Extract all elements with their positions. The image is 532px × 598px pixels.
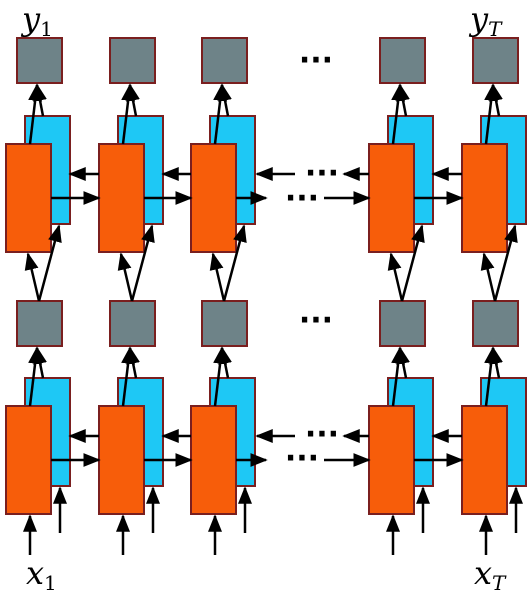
up-arrow-bwd-l1-3 [218,83,232,117]
forward-cell-l1-5 [461,143,508,253]
output-label-last: yT [468,0,503,41]
input-arrow-fwd-l1-1 [24,252,41,302]
up-arrow-bwd-l1-5 [489,83,503,117]
up-arrow-bwd-l2-1 [33,346,47,379]
output-node-l1-5 [472,37,519,84]
input-arrow-fwd-l1-3 [209,252,226,302]
input-arrow-bwd-l1-4 [400,224,425,302]
input-arrow-bwd-l1-5 [493,224,518,302]
up-arrow-bwd-l2-3 [218,346,232,379]
output-node-l2-2 [109,300,156,347]
output-node-l2-1 [16,300,63,347]
forward-cell-l2-1 [5,405,52,515]
up-arrow-bwd-l2-4 [396,346,410,379]
output-node-l1-3 [201,37,248,84]
forward-cell-l2-2 [98,405,145,515]
up-arrow-bwd-l1-2 [126,83,140,117]
forward-cell-l1-2 [98,143,145,253]
ellipsis-layer2-backward: ··· [305,417,339,452]
input-arrow-bwd-l1-2 [130,224,155,302]
input-arrow-fwd-l1-5 [480,252,497,302]
input-arrow-bwd-l1-1 [37,224,62,302]
ellipsis-layer1-forward: ··· [285,181,319,216]
ellipsis-layer1-backward: ··· [305,156,339,191]
input-label-last: xT [474,554,507,595]
output-node-l2-5 [472,300,519,347]
forward-cell-l2-5 [461,405,508,515]
input-arrow-bwd-l1-3 [222,224,247,302]
output-node-l1-4 [379,37,426,84]
ellipsis-top-outputs: ··· [299,43,333,78]
forward-cell-l2-3 [190,405,237,515]
output-node-l1-1 [16,37,63,84]
up-arrow-bwd-l2-5 [489,346,503,379]
output-node-l1-2 [109,37,156,84]
forward-cell-l2-4 [368,405,415,515]
input-arrow-fwd-l1-4 [387,252,404,302]
forward-cell-l1-4 [368,143,415,253]
up-arrow-bwd-l1-4 [396,83,410,117]
ellipsis-mid-outputs: ··· [299,303,333,338]
forward-cell-l1-1 [5,143,52,253]
input-label-first: x1 [26,554,57,595]
output-node-l2-3 [201,300,248,347]
up-arrow-bwd-l2-2 [126,346,140,379]
ellipsis-layer2-forward: ··· [285,441,319,476]
output-node-l2-4 [379,300,426,347]
output-label-first: y1 [20,0,53,41]
forward-cell-l1-3 [190,143,237,253]
input-arrow-fwd-l1-2 [117,252,134,302]
up-arrow-bwd-l1-1 [33,83,47,117]
